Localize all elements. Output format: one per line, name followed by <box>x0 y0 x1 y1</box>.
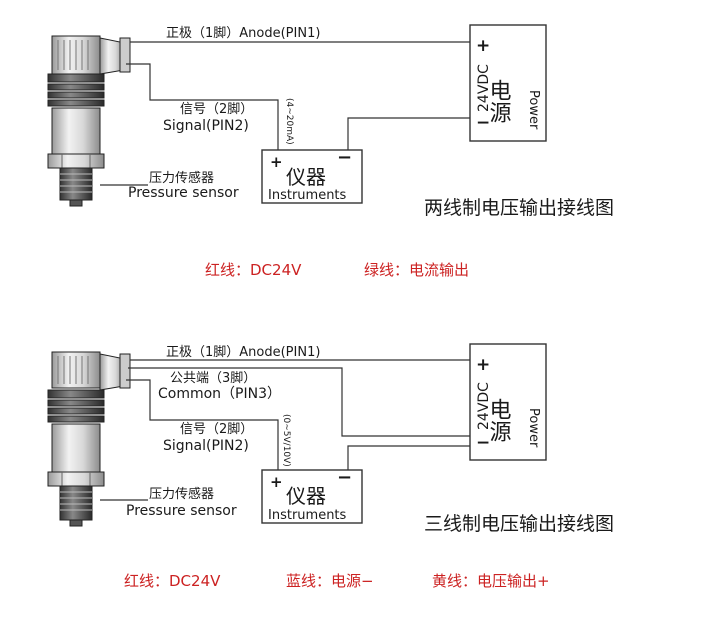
power-box: + − 24VDC 电源 Power <box>469 24 547 142</box>
sensor-label-cn: 压力传感器 <box>149 486 214 502</box>
range-label: (4~20mA) <box>284 98 294 145</box>
signal-label-cn: 信号（2脚） <box>180 421 253 437</box>
wire-color-legend: 红线：DC24V 绿线：电流输出 <box>205 261 469 279</box>
signal-label-en: Signal(PIN2) <box>163 118 249 134</box>
power-label-en: Power <box>526 90 541 130</box>
range-label: (0~5V/10V) <box>281 414 291 467</box>
instrument-box: + − 仪器 Instruments <box>261 467 363 524</box>
power-plus: + <box>476 36 490 56</box>
power-voltage: 24VDC <box>476 64 492 112</box>
diagram-title: 两线制电压输出接线图 <box>424 197 614 219</box>
common-label-cn: 公共端（3脚） <box>170 370 256 386</box>
power-box: + − 24VDC 电源 Power <box>469 343 547 461</box>
instrument-minus: − <box>337 147 352 168</box>
power-label-cn: 电源 <box>486 398 512 442</box>
wire-color-legend: 红线：DC24V 蓝线：电源− 黄线：电压输出+ <box>124 572 550 590</box>
instrument-label-en: Instruments <box>268 508 347 523</box>
wires-diagram2 <box>100 359 470 501</box>
legend-red-line: 红线：DC24V <box>205 261 302 279</box>
power-voltage: 24VDC <box>476 382 492 430</box>
anode-label: 正极（1脚）Anode(PIN1) <box>166 25 320 41</box>
power-label-en: Power <box>526 408 541 448</box>
signal-label-cn: 信号（2脚） <box>180 101 253 117</box>
diagram-two-wire: 正极（1脚）Anode(PIN1) 信号（2脚） Signal(PIN2) (4… <box>47 24 614 279</box>
legend-yellow-line: 黄线：电压输出+ <box>432 572 550 590</box>
instrument-box: + − 仪器 Instruments <box>261 147 363 204</box>
power-minus: − <box>476 113 490 133</box>
legend-blue-line: 蓝线：电源− <box>286 572 374 590</box>
diagram-three-wire: 正极（1脚）Anode(PIN1) 公共端（3脚） Common（PIN3） 信… <box>47 343 614 590</box>
common-label-en: Common（PIN3） <box>158 386 281 402</box>
instrument-plus: + <box>270 153 283 171</box>
sensor-label-cn: 压力传感器 <box>149 170 214 186</box>
legend-red-line: 红线：DC24V <box>124 572 221 590</box>
instrument-label-en: Instruments <box>268 188 347 203</box>
signal-label-en: Signal(PIN2) <box>163 438 249 454</box>
diagram-title: 三线制电压输出接线图 <box>424 513 614 535</box>
instrument-plus: + <box>270 473 283 491</box>
instrument-label-cn: 仪器 <box>286 484 326 508</box>
power-minus: − <box>476 433 490 453</box>
power-plus: + <box>476 355 490 375</box>
sensor-label-en: Pressure sensor <box>126 503 237 519</box>
instrument-minus: − <box>337 467 352 488</box>
pressure-sensor-icon <box>47 351 131 527</box>
anode-label: 正极（1脚）Anode(PIN1) <box>166 344 320 360</box>
power-label-cn: 电源 <box>486 79 512 123</box>
instrument-label-cn: 仪器 <box>286 165 326 189</box>
legend-green-line: 绿线：电流输出 <box>364 261 469 279</box>
wires-diagram1 <box>100 41 470 186</box>
sensor-label-en: Pressure sensor <box>128 185 239 201</box>
pressure-sensor-icon <box>47 35 131 207</box>
